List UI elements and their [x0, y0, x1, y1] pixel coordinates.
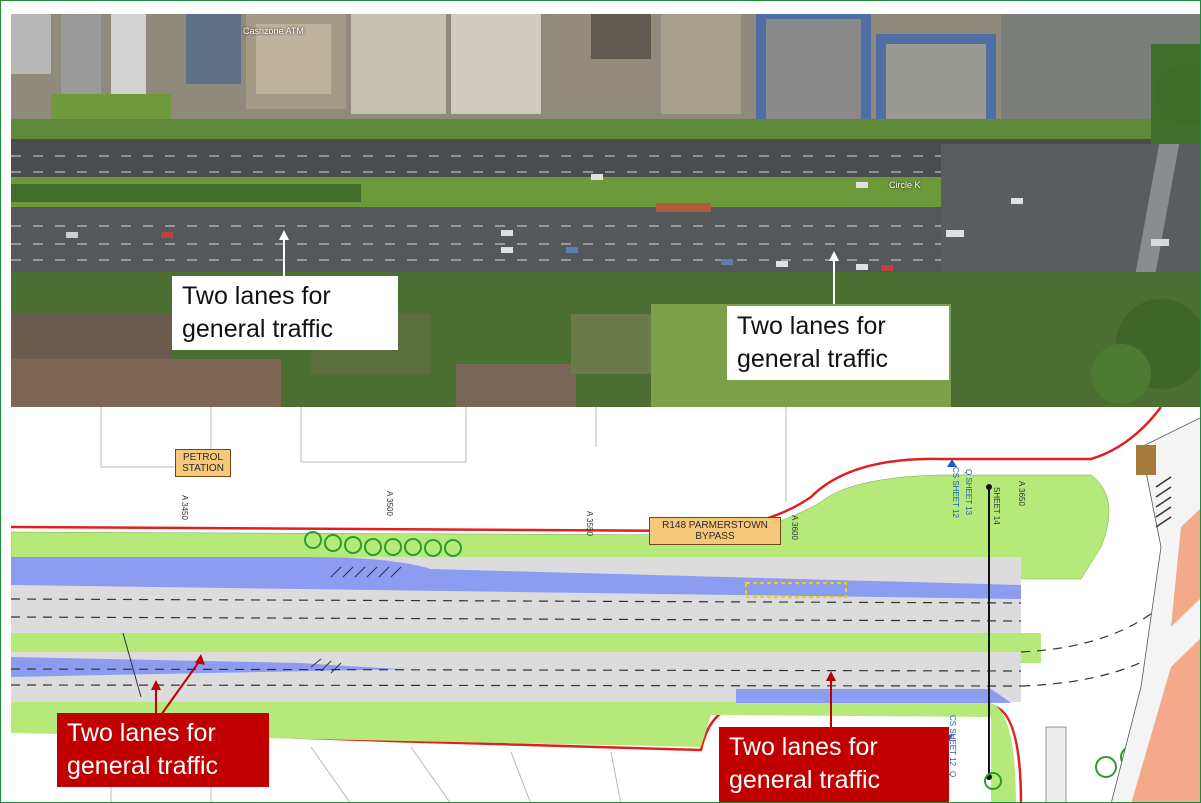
design-plan: PETROL STATION R148 PARMERSTOWN BYPASS A…: [10, 406, 1200, 802]
plan-callout-right-line1: Two lanes for: [729, 733, 878, 761]
aerial-callout-right-line2: general traffic: [737, 345, 889, 373]
sheet-cs-12-bottom: CS SHEET 12: [948, 715, 957, 766]
bypass-label-line2: BYPASS: [695, 531, 735, 542]
plan-callout-left: Two lanes for general traffic: [57, 713, 269, 787]
chainage-3600: A 3600: [790, 515, 799, 540]
aerial-callout-left: Two lanes for general traffic: [172, 276, 398, 350]
chainage-3450: A 3450: [180, 495, 189, 520]
aerial-callout-left-line2: general traffic: [182, 315, 334, 343]
aerial-callout-left-line1: Two lanes for: [182, 282, 331, 310]
poi-label-circle-k: Circle K: [889, 180, 921, 190]
plan-callout-right-line2: general traffic: [729, 766, 881, 794]
aerial-callout-right: Two lanes for general traffic: [727, 306, 949, 380]
plan-callout-right: Two lanes for general traffic: [719, 727, 949, 802]
petrol-station-label-line1: PETROL: [182, 452, 223, 463]
poi-label-atm: Cashzone ATM: [243, 26, 304, 36]
bypass-label-line1: R148 PARMERSTOWN: [662, 520, 768, 531]
petrol-station-label-line2: STATION: [182, 463, 224, 474]
chainage-3500: A 3500: [385, 491, 394, 516]
chainage-3550: A 3550: [585, 511, 594, 536]
bypass-label: R148 PARMERSTOWN BYPASS: [649, 517, 781, 545]
chainage-3650: A 3650: [1017, 481, 1026, 506]
sheet-14-top: SHEET 14: [992, 487, 1001, 525]
petrol-station-label: PETROL STATION: [175, 449, 231, 477]
sheet-q-13-top: Q SHEET 13: [964, 469, 973, 516]
aerial-callout-right-line1: Two lanes for: [737, 312, 886, 340]
sheet-cs-12-top: CS SHEET 12: [951, 467, 960, 518]
plan-callout-left-line1: Two lanes for: [67, 719, 216, 747]
plan-callout-left-line2: general traffic: [67, 752, 219, 780]
sheet-q-bottom: Q: [948, 771, 957, 778]
aerial-photo: Cashzone ATM Circle K Two lanes for gene…: [11, 14, 1200, 407]
